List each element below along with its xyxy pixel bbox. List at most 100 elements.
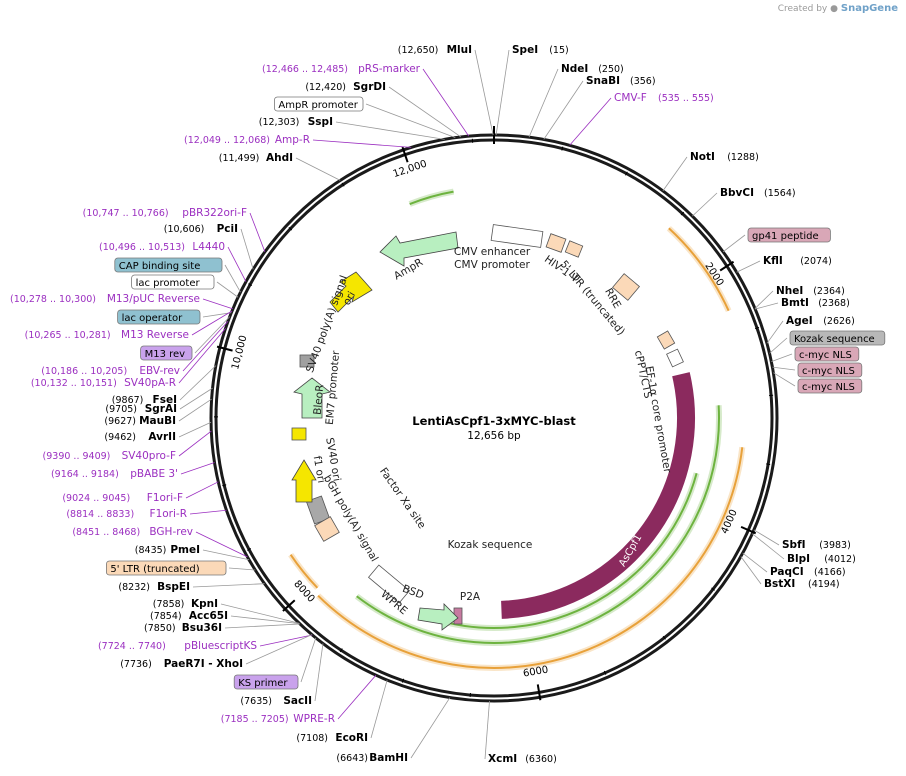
leader-L0 <box>474 49 494 136</box>
label-name-L29: BspEI <box>157 581 190 593</box>
label-name-L23: pBABE 3' <box>130 468 178 480</box>
inner-label-11: f1 ori <box>311 455 328 484</box>
label-name-R2: SnaBI <box>586 75 620 87</box>
label-name-L9: L4440 <box>192 241 225 253</box>
label-name-L18: FseI <box>153 394 177 406</box>
orange-arc-3 <box>289 554 319 589</box>
label-name-R0: SpeI <box>512 44 538 56</box>
label-name-R15: SbfI <box>782 539 806 551</box>
label-pos-L7: (10,747 .. 10,766) <box>83 208 169 219</box>
leader-R16 <box>752 533 785 560</box>
label-name-L34: PaeR7I - XhoI <box>164 658 243 670</box>
leader-R8 <box>754 290 774 309</box>
leader-L11 <box>216 281 239 298</box>
inner-label-17: Kozak sequence <box>448 539 533 551</box>
label-pos-L26: (8451 .. 8468) <box>72 527 140 538</box>
f1-ori-box <box>291 427 307 441</box>
green-arc-1 <box>356 405 720 644</box>
label-pos-L17: (10,132 .. 10,151) <box>31 378 117 389</box>
minor-tick <box>403 152 407 157</box>
leader-L12 <box>202 298 233 310</box>
leader-L13 <box>202 312 232 318</box>
ampr-arrow <box>379 231 459 267</box>
label-R11: Kozak sequence <box>794 334 875 345</box>
leader-R6 <box>722 234 746 253</box>
leader-L39 <box>410 697 451 759</box>
leader-R3 <box>569 97 612 146</box>
label-L11: lac promoter <box>136 278 201 289</box>
leader-L18 <box>179 365 217 401</box>
minor-tick <box>561 146 564 151</box>
inner-label-16: P2A <box>460 591 481 603</box>
label-pos-L32: (7850) <box>144 623 176 634</box>
label-pos-L2: (12,420) <box>305 82 346 93</box>
label-pos-R17: (4166) <box>814 567 846 578</box>
minor-tick <box>288 227 293 231</box>
ori-arrow <box>329 271 373 313</box>
minor-tick <box>339 648 343 653</box>
label-box-L3 <box>273 96 364 112</box>
leader-L29 <box>192 583 265 588</box>
label-name-L0: MluI <box>447 44 472 56</box>
wpre-box <box>367 564 411 604</box>
label-pos-L12: (10,278 .. 10,300) <box>10 294 96 305</box>
minor-tick <box>724 264 729 268</box>
label-name-R7: KflI <box>763 255 783 267</box>
leader-R1 <box>528 68 559 138</box>
leader-L20 <box>178 398 212 422</box>
label-pos-L14: (10,265 .. 10,281) <box>25 330 111 341</box>
label-pos-L31: (7854) <box>150 611 182 622</box>
snapgene-logo-icon: ● <box>830 4 838 14</box>
label-pos-R2: (356) <box>630 76 656 87</box>
leader-L25 <box>189 509 227 515</box>
label-pos-R5: (1564) <box>764 188 796 199</box>
label-pos-R3: (535 .. 555) <box>658 93 714 104</box>
label-name-L30: KpnI <box>191 598 218 610</box>
leader-L27 <box>202 549 250 561</box>
label-name-L8: PciI <box>217 223 238 235</box>
label-pos-L29: (8232) <box>118 582 150 593</box>
label-pos-L37: (7185 .. 7205) <box>221 714 289 725</box>
minor-tick <box>711 587 715 591</box>
sv40-ori-arrow <box>291 459 317 503</box>
leader-L9 <box>227 246 247 282</box>
outer-labels: MluI(12,650)pRS-marker(12,466 .. 12,485)… <box>10 44 886 765</box>
label-pos-L1: (12,466 .. 12,485) <box>262 64 348 75</box>
label-pos-L21: (9462) <box>104 432 136 443</box>
inner-label-8: EM7 promoter <box>324 349 343 425</box>
label-name-L25: F1ori-R <box>150 508 187 520</box>
minor-tick <box>662 635 666 640</box>
bsd-arrow <box>417 603 459 631</box>
label-pos-L27: (8435) <box>135 545 167 556</box>
minor-tick <box>766 463 771 465</box>
label-pos-R9: (2368) <box>818 298 850 309</box>
leader-L5 <box>312 139 412 148</box>
label-box-L15 <box>140 345 193 361</box>
label-R6: gp41 peptide <box>752 231 819 242</box>
label-pos-L34: (7736) <box>120 659 152 670</box>
label-name-L12: M13/pUC Reverse <box>107 293 200 305</box>
label-pos-L33: (7724 .. 7740) <box>98 641 166 652</box>
snapgene-credit: Created by ● SnapGene <box>778 3 898 14</box>
label-pos-L39: (6643) <box>336 753 368 764</box>
label-box-R14 <box>797 378 863 394</box>
leader-L19 <box>179 387 213 410</box>
label-pos-R7: (2074) <box>800 256 832 267</box>
inner-label-0: CMV enhancer <box>454 246 531 258</box>
leader-R11 <box>769 337 788 354</box>
label-L15: M13 rev <box>145 349 186 360</box>
orange-arc-1 <box>668 227 730 312</box>
leader-R14 <box>773 372 796 387</box>
factor-xa-box <box>314 516 340 542</box>
label-L10: CAP binding site <box>119 261 201 272</box>
leader-L35 <box>300 637 317 683</box>
label-pos-R19: (6360) <box>525 754 557 765</box>
label-pos-L36: (7635) <box>240 696 272 707</box>
leader-L14 <box>191 310 233 336</box>
label-box-R11 <box>789 330 886 346</box>
label-name-L21: AvrII <box>148 431 176 443</box>
label-pos-L38: (7108) <box>296 733 328 744</box>
label-name-L19: SgrAI <box>145 403 177 415</box>
label-name-L24: F1ori-F <box>147 492 183 504</box>
